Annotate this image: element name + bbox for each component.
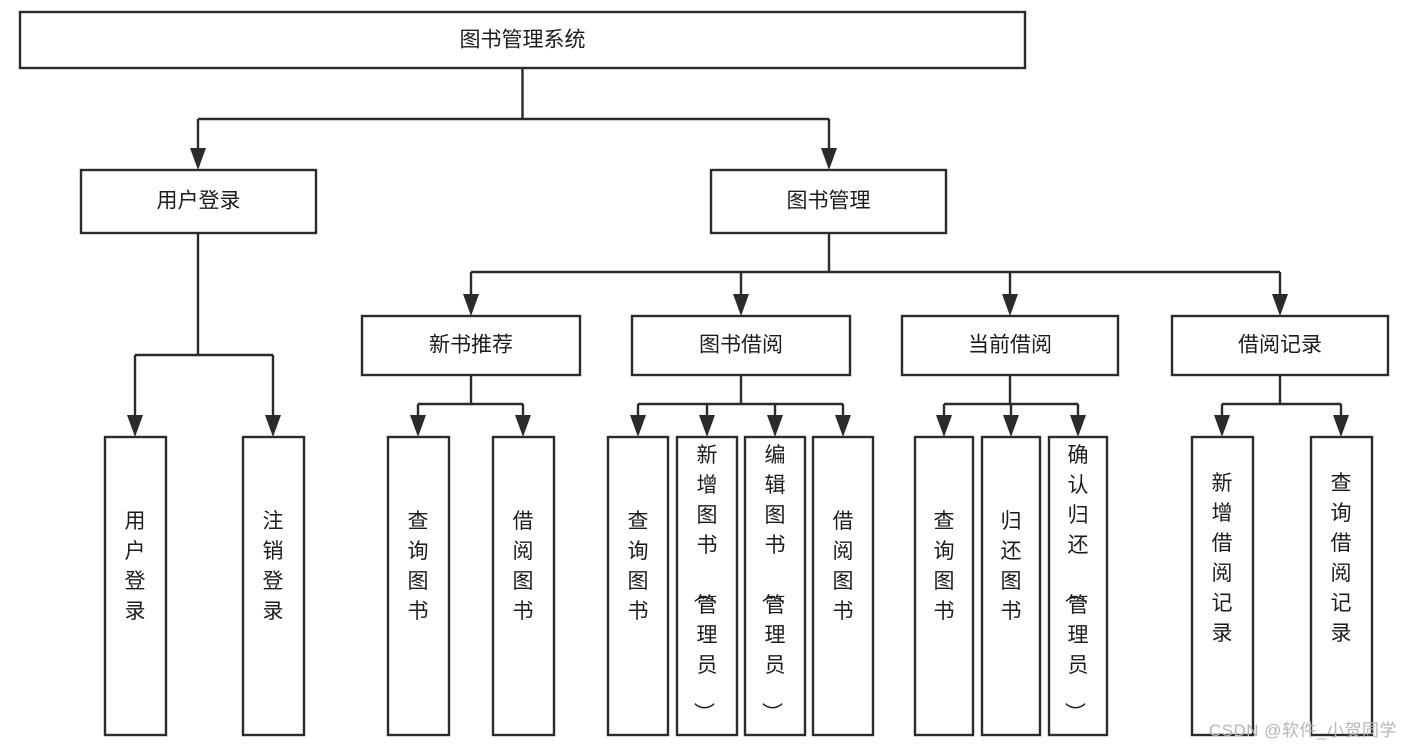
node-root-box[interactable] xyxy=(18,10,1027,70)
node-leaf-borrow-book-1[interactable]: 借阅图书 xyxy=(491,435,556,737)
arrow-head-icon xyxy=(463,294,479,316)
node-borrow-record-box[interactable] xyxy=(1170,314,1390,377)
node-leaf-confirm-return-admin-box[interactable] xyxy=(1047,435,1109,737)
node-leaf-edit-book-admin-label: 编辑图书（管理员） xyxy=(760,444,786,723)
arrow-head-icon xyxy=(821,148,837,170)
node-leaf-confirm-return-admin[interactable]: 确认归还（管理员） xyxy=(1047,435,1109,737)
node-leaf-return-book-box[interactable] xyxy=(980,435,1042,737)
node-leaf-add-borrow-record[interactable]: 新增借阅记录 xyxy=(1190,435,1255,737)
node-leaf-query-book-1-box[interactable] xyxy=(386,435,451,737)
node-new-book-recommend-label: 新书推荐 xyxy=(429,334,513,357)
arrow-head-icon xyxy=(936,415,952,437)
node-leaf-add-book-admin[interactable]: 新增图书（管理员） xyxy=(675,435,739,737)
arrow-head-icon xyxy=(835,415,851,437)
arrow-head-icon xyxy=(1002,294,1018,316)
node-book-management-label: 图书管理 xyxy=(787,190,871,213)
node-leaf-logout-box[interactable] xyxy=(241,435,306,737)
arrow-head-icon xyxy=(630,415,646,437)
arrow-head-icon xyxy=(1272,294,1288,316)
node-leaf-user-login-box[interactable] xyxy=(103,435,168,737)
node-leaf-edit-book-admin[interactable]: 编辑图书（管理员） xyxy=(743,435,807,737)
node-root[interactable]: 图书管理系统 xyxy=(18,10,1027,70)
arrow-head-icon xyxy=(265,415,281,437)
node-leaf-borrow-book-1-label: 借阅图书 xyxy=(513,510,534,623)
node-leaf-query-book-3-label: 查询图书 xyxy=(934,510,955,623)
node-leaf-borrow-book-2-label: 借阅图书 xyxy=(833,510,854,623)
node-book-borrow-box[interactable] xyxy=(630,314,852,377)
node-book-borrow-label: 图书借阅 xyxy=(699,334,783,357)
node-leaf-query-book-1-label: 查询图书 xyxy=(408,510,429,623)
node-user-login-label: 用户登录 xyxy=(157,190,241,213)
node-leaf-user-login[interactable]: 用户登录 xyxy=(103,435,168,737)
node-current-borrow[interactable]: 当前借阅 xyxy=(900,314,1120,377)
node-new-book-recommend-box[interactable] xyxy=(360,314,582,377)
node-leaf-return-book[interactable]: 归还图书 xyxy=(980,435,1042,737)
node-leaf-add-book-admin-box[interactable] xyxy=(675,435,739,737)
node-leaf-query-book-1[interactable]: 查询图书 xyxy=(386,435,451,737)
node-leaf-add-borrow-record-box[interactable] xyxy=(1190,435,1255,737)
node-book-management-box[interactable] xyxy=(709,168,948,235)
node-leaf-query-book-2-box[interactable] xyxy=(606,435,670,737)
connector-group-currentborrow xyxy=(936,375,1086,437)
node-leaf-add-book-admin-label: 新增图书（管理员） xyxy=(692,444,718,723)
node-book-borrow[interactable]: 图书借阅 xyxy=(630,314,852,377)
node-leaf-logout[interactable]: 注销登录 xyxy=(241,435,306,737)
arrow-head-icon xyxy=(1333,415,1349,437)
arrow-head-icon xyxy=(190,148,206,170)
node-book-management[interactable]: 图书管理 xyxy=(709,168,948,235)
node-leaf-query-book-3-box[interactable] xyxy=(913,435,975,737)
node-borrow-record-label: 借阅记录 xyxy=(1238,334,1322,357)
connector-group-borrowrecord xyxy=(1214,375,1349,437)
node-leaf-edit-book-admin-box[interactable] xyxy=(743,435,807,737)
connector-group-bookborrow xyxy=(630,375,851,437)
node-user-login[interactable]: 用户登录 xyxy=(79,168,318,235)
node-borrow-record[interactable]: 借阅记录 xyxy=(1170,314,1390,377)
connector-group-newbook xyxy=(410,375,531,437)
node-user-login-box[interactable] xyxy=(79,168,318,235)
csdn-watermark: CSDN @软件_小贺同学 xyxy=(1208,721,1397,740)
node-current-borrow-box[interactable] xyxy=(900,314,1120,377)
node-leaf-borrow-book-1-box[interactable] xyxy=(491,435,556,737)
node-leaf-add-borrow-record-label: 新增借阅记录 xyxy=(1212,472,1233,645)
node-leaf-query-book-2[interactable]: 查询图书 xyxy=(606,435,670,737)
arrow-head-icon xyxy=(515,415,531,437)
node-leaf-query-borrow-record-box[interactable] xyxy=(1309,435,1374,737)
node-leaf-borrow-book-2-box[interactable] xyxy=(811,435,875,737)
arrow-head-icon xyxy=(1070,415,1086,437)
node-leaf-borrow-book-2[interactable]: 借阅图书 xyxy=(811,435,875,737)
arrow-head-icon xyxy=(767,415,783,437)
node-current-borrow-label: 当前借阅 xyxy=(968,334,1052,357)
node-leaf-logout-label: 注销登录 xyxy=(263,510,284,623)
node-leaf-user-login-label: 用户登录 xyxy=(125,510,146,623)
connector-group-userlogin xyxy=(127,233,281,437)
node-new-book-recommend[interactable]: 新书推荐 xyxy=(360,314,582,377)
arrow-head-icon xyxy=(127,415,143,437)
node-root-label: 图书管理系统 xyxy=(460,29,586,52)
arrow-head-icon xyxy=(1214,415,1230,437)
arrow-head-icon xyxy=(410,415,426,437)
node-leaf-return-book-label: 归还图书 xyxy=(1001,510,1022,623)
connector-group-root xyxy=(190,68,837,170)
node-leaf-query-borrow-record[interactable]: 查询借阅记录 xyxy=(1309,435,1374,737)
node-leaf-query-book-3[interactable]: 查询图书 xyxy=(913,435,975,737)
arrow-head-icon xyxy=(733,294,749,316)
node-leaf-confirm-return-admin-label: 确认归还（管理员） xyxy=(1063,444,1089,723)
node-leaf-query-borrow-record-label: 查询借阅记录 xyxy=(1331,472,1352,645)
arrow-head-icon xyxy=(1003,415,1019,437)
arrow-head-icon xyxy=(699,415,715,437)
connector-group-bookmgmt xyxy=(463,233,1288,316)
node-leaf-query-book-2-label: 查询图书 xyxy=(628,510,649,623)
